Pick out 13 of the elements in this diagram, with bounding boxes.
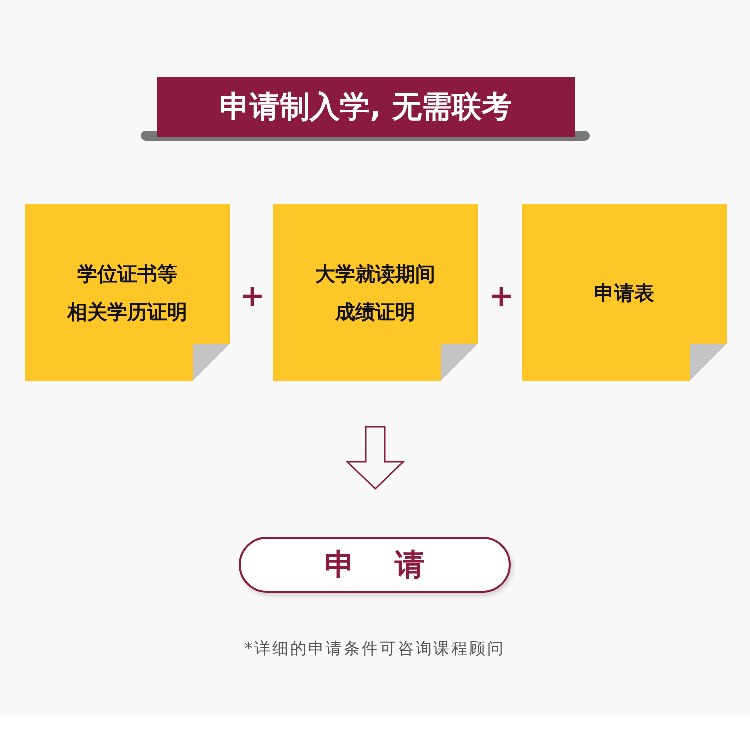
- sticky-note: [522, 204, 727, 381]
- plus-sign: +: [489, 282, 514, 312]
- note-text: 申请表: [594, 280, 656, 306]
- pill-button: [239, 537, 511, 593]
- footnote-text: *详细的申请条件可咨询课程顾问: [244, 638, 506, 660]
- hollow-down-arrow: [346, 426, 406, 490]
- pill-text: 申 请: [324, 546, 440, 584]
- note-text: 大学就读期间成绩证明: [314, 260, 436, 326]
- plus-sign: +: [240, 282, 266, 312]
- sticky-note: [25, 204, 230, 381]
- note-text: 学位证书等相关学历证明: [66, 260, 188, 326]
- title-banner: 申请制入学, 无需联考: [157, 77, 575, 137]
- sticky-note: [273, 204, 478, 381]
